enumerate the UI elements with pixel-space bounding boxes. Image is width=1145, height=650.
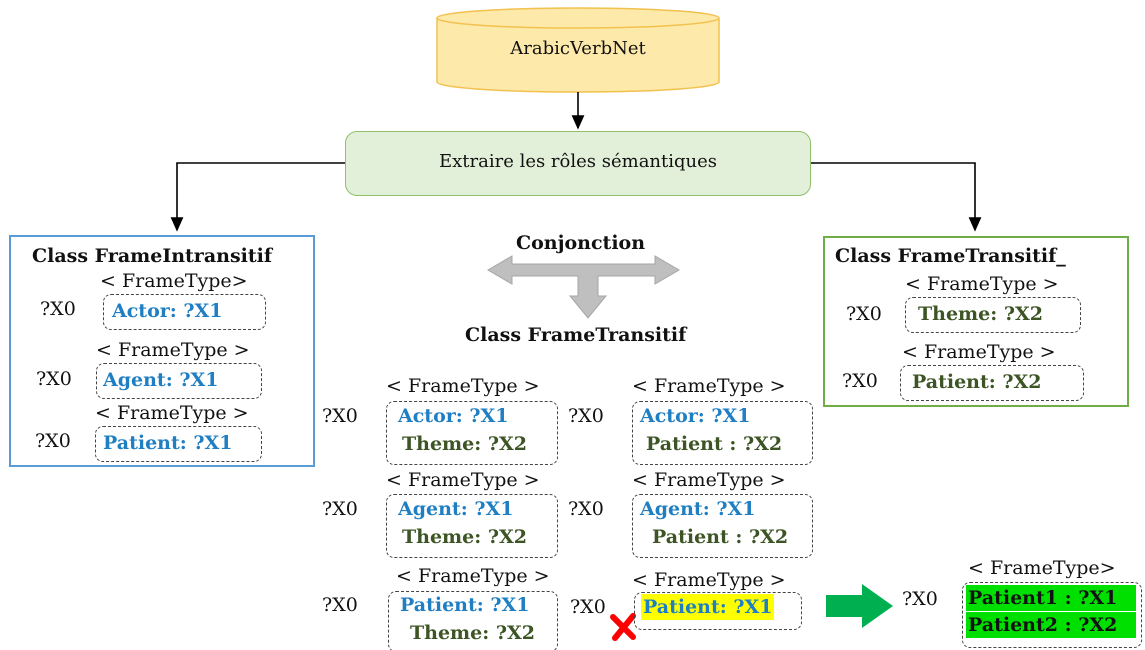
- center-r2-right-bracket: [632, 494, 813, 558]
- center-r3-left-type: < FrameType >: [396, 565, 550, 587]
- center-r2-left-type: < FrameType >: [386, 469, 540, 491]
- frame-transitif-underscore-title: Class FrameTransitif_: [835, 245, 1066, 267]
- database-label: ArabicVerbNet: [510, 38, 646, 59]
- right-frame-1-type: < FrameType >: [905, 273, 1059, 295]
- center-r3-right-role1-highlight: Patient: ?X1: [641, 594, 775, 620]
- left-frame-3-type: < FrameType >: [95, 402, 249, 424]
- center-r2-left-x0: ?X0: [322, 498, 358, 520]
- left-frame-1-type: < FrameType>: [100, 270, 248, 292]
- result-role2-highlight: Patient2 : ?X2: [966, 612, 1136, 638]
- right-frame-1-x0: ?X0: [846, 303, 882, 325]
- center-r3-right-x0: ?X0: [570, 596, 606, 618]
- center-r3-right-bracket: [634, 592, 802, 630]
- center-r2-left-role1: Agent: ?X1: [398, 498, 514, 520]
- result-x0: ?X0: [902, 588, 938, 610]
- center-r1-right-bracket: [632, 401, 813, 465]
- center-r2-right-role1: Agent: ?X1: [640, 498, 756, 520]
- conjunction-arrow: [487, 255, 680, 319]
- database-cylinder: [436, 7, 720, 93]
- extract-roles-box: [345, 131, 811, 196]
- center-r2-right-type: < FrameType >: [632, 469, 786, 491]
- right-frame-2-role: Patient: ?X2: [912, 371, 1042, 393]
- result-bracket: [962, 582, 1142, 648]
- left-frame-3-role: Patient: ?X1: [103, 432, 233, 454]
- conjunction-label: Conjonction: [516, 232, 646, 254]
- right-frame-1-role: Theme: ?X2: [918, 303, 1043, 325]
- center-r1-right-role2: Patient : ?X2: [646, 433, 783, 455]
- red-cross-icon: [610, 613, 636, 641]
- left-frame-2-x0: ?X0: [36, 368, 72, 390]
- center-r1-left-x0: ?X0: [322, 405, 358, 427]
- left-frame-1-role: Actor: ?X1: [112, 300, 223, 322]
- center-r1-left-role2: Theme: ?X2: [402, 433, 527, 455]
- arrow-extract-to-right: [811, 162, 982, 232]
- right-frame-2-type: < FrameType >: [902, 341, 1056, 363]
- center-r3-left-role1: Patient: ?X1: [400, 594, 530, 616]
- result-role1-highlight: Patient1 : ?X1: [966, 585, 1136, 611]
- frame-intransitif-box: [9, 235, 315, 467]
- frame-intransitif-title: Class FrameIntransitif: [32, 245, 273, 267]
- center-r1-right-x0: ?X0: [568, 405, 604, 427]
- frame-transitif-title: Class FrameTransitif: [465, 324, 687, 346]
- left-frame-2-type: < FrameType >: [96, 339, 250, 361]
- right-frame-2-x0: ?X0: [842, 370, 878, 392]
- extract-roles-label: Extraire les rôles sémantiques: [438, 151, 718, 172]
- center-r1-right-type: < FrameType >: [632, 375, 786, 397]
- center-r1-left-role1: Actor: ?X1: [398, 405, 509, 427]
- arrow-extract-to-left: [170, 162, 345, 232]
- left-frame-2-role: Agent: ?X1: [103, 369, 219, 391]
- left-frame-3-bracket: [95, 426, 262, 462]
- center-r3-left-role2: Theme: ?X2: [410, 622, 535, 644]
- right-frame-2-bracket: [900, 365, 1084, 401]
- center-r2-left-role2: Theme: ?X2: [402, 526, 527, 548]
- left-frame-1-bracket: [103, 294, 266, 330]
- left-frame-2-bracket: [96, 363, 262, 399]
- center-r2-right-role2: Patient : ?X2: [652, 526, 789, 548]
- center-r1-left-type: < FrameType >: [386, 375, 540, 397]
- center-r3-right-type: < FrameType >: [632, 569, 786, 591]
- center-r2-left-bracket: [386, 494, 558, 558]
- left-frame-1-x0: ?X0: [40, 298, 76, 320]
- result-frame-type: < FrameType>: [968, 557, 1116, 579]
- left-frame-3-x0: ?X0: [35, 430, 71, 452]
- center-r2-right-x0: ?X0: [568, 498, 604, 520]
- frame-transitif-underscore-box: [823, 236, 1129, 407]
- center-r1-left-bracket: [386, 401, 558, 465]
- right-frame-1-bracket: [905, 297, 1081, 333]
- center-r3-left-bracket: [388, 591, 558, 650]
- green-result-arrow: [826, 584, 893, 628]
- center-r1-right-role1: Actor: ?X1: [640, 405, 751, 427]
- center-r3-left-x0: ?X0: [322, 594, 358, 616]
